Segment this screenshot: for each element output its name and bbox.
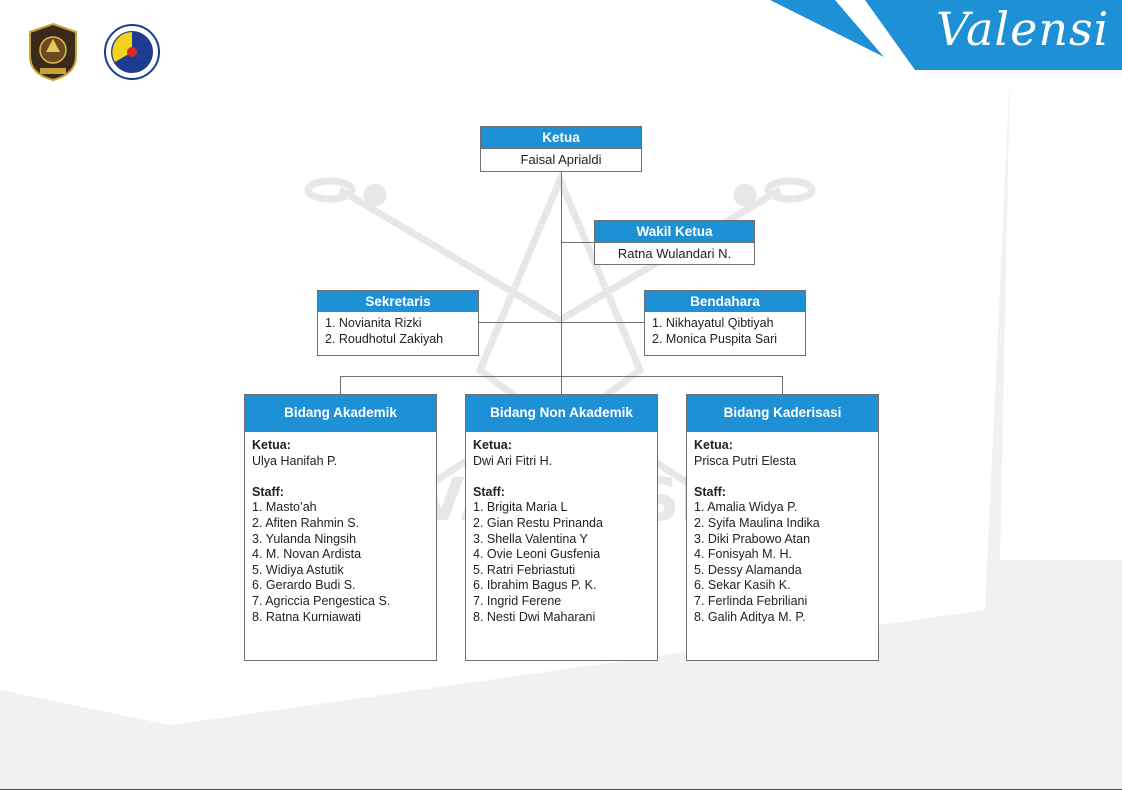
ketua-name: Faisal Aprialdi xyxy=(481,148,641,170)
list-item: 2. Roudhotul Zakiyah xyxy=(325,331,444,346)
staff-item: 7. Ingrid Ferene xyxy=(473,593,562,608)
staff-item: 4. Ovie Leoni Gusfenia xyxy=(473,547,601,562)
himpunan-emblem-logo xyxy=(104,24,160,80)
staff-item: 5. Dessy Alamanda xyxy=(694,562,802,577)
staff-item: 1. Amalia Widya P. xyxy=(694,500,798,515)
staff-label: Staff: xyxy=(473,484,505,499)
ketua-node: Ketua Faisal Aprialdi xyxy=(480,126,642,172)
staff-item: 3. Shella Valentina Y xyxy=(473,531,588,546)
bendahara-title: Bendahara xyxy=(645,291,805,312)
staff-item: 7. Agriccia Pengestica S. xyxy=(252,593,391,608)
wakil-ketua-title: Wakil Ketua xyxy=(595,221,754,242)
bendahara-node: Bendahara 1. Nikhayatul Qibtiyah 2. Moni… xyxy=(644,290,806,356)
staff-item: 2. Afiten Rahmin S. xyxy=(252,515,360,530)
bidang-akademik-node: Bidang Akademik Ketua: Ulya Hanifah P. S… xyxy=(244,394,437,661)
staff-item: 2. Gian Restu Prinanda xyxy=(473,515,603,530)
staff-item: 8. Galih Aditya M. P. xyxy=(694,609,806,624)
staff-item: 2. Syifa Maulina Indika xyxy=(694,515,820,530)
staff-item: 6. Sekar Kasih K. xyxy=(694,578,791,593)
sekretaris-node: Sekretaris 1. Novianita Rizki 2. Roudhot… xyxy=(317,290,479,356)
ketua-label: Ketua: xyxy=(252,438,291,452)
bidang-non-akademik-node: Bidang Non Akademik Ketua: Dwi Ari Fitri… xyxy=(465,394,658,661)
staff-item: 6. Ibrahim Bagus P. K. xyxy=(473,578,597,593)
staff-label: Staff: xyxy=(694,484,726,499)
staff-item: 7. Ferlinda Febriliani xyxy=(694,593,808,608)
list-item: 2. Monica Puspita Sari xyxy=(652,331,778,346)
brand-title: Valensi xyxy=(936,2,1110,56)
bendahara-list: 1. Nikhayatul Qibtiyah 2. Monica Puspita… xyxy=(645,312,805,347)
division-title: Bidang Non Akademik xyxy=(466,395,657,432)
ketua-title: Ketua xyxy=(481,127,641,148)
division-ketua: Prisca Putri Elesta xyxy=(694,453,797,468)
staff-item: 4. Fonisyah M. H. xyxy=(694,547,792,562)
staff-item: 1. Masto’ah xyxy=(252,500,317,515)
staff-item: 8. Nesti Dwi Maharani xyxy=(473,609,596,624)
division-body: Ketua: Ulya Hanifah P. Staff: 1. Masto’a… xyxy=(245,432,436,631)
staff-item: 6. Gerardo Budi S. xyxy=(252,578,356,593)
division-ketua: Dwi Ari Fitri H. xyxy=(473,453,553,468)
sekretaris-list: 1. Novianita Rizki 2. Roudhotul Zakiyah xyxy=(318,312,478,347)
list-item: 1. Novianita Rizki xyxy=(325,316,422,330)
staff-item: 4. M. Novan Ardista xyxy=(252,547,362,562)
division-title: Bidang Kaderisasi xyxy=(687,395,878,432)
division-ketua: Ulya Hanifah P. xyxy=(252,453,338,468)
wakil-ketua-name: Ratna Wulandari N. xyxy=(595,242,754,264)
sekretaris-title: Sekretaris xyxy=(318,291,478,312)
staff-item: 8. Ratna Kurniawati xyxy=(252,609,362,624)
staff-item: 5. Widiya Astutik xyxy=(252,562,344,577)
staff-item: 3. Diki Prabowo Atan xyxy=(694,531,811,546)
university-seal-logo xyxy=(29,22,77,82)
division-body: Ketua: Dwi Ari Fitri H. Staff: 1. Brigit… xyxy=(466,432,657,631)
staff-item: 5. Ratri Febriastuti xyxy=(473,562,576,577)
division-body: Ketua: Prisca Putri Elesta Staff: 1. Ama… xyxy=(687,432,878,631)
staff-item: 3. Yulanda Ningsih xyxy=(252,531,357,546)
staff-label: Staff: xyxy=(252,484,284,499)
division-title: Bidang Akademik xyxy=(245,395,436,432)
bidang-kaderisasi-node: Bidang Kaderisasi Ketua: Prisca Putri El… xyxy=(686,394,879,661)
list-item: 1. Nikhayatul Qibtiyah xyxy=(652,316,774,330)
ketua-label: Ketua: xyxy=(473,438,512,452)
staff-item: 1. Brigita Maria L xyxy=(473,500,568,515)
wakil-ketua-node: Wakil Ketua Ratna Wulandari N. xyxy=(594,220,755,265)
ketua-label: Ketua: xyxy=(694,438,733,452)
